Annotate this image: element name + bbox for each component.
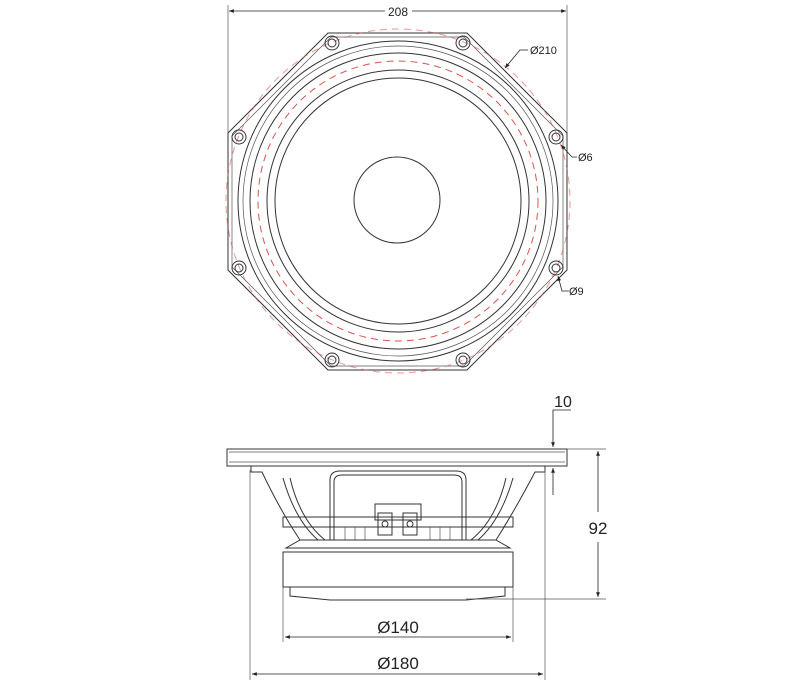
basket-ribs bbox=[282, 477, 514, 541]
terminal-screw bbox=[406, 520, 414, 528]
flange-thickness-label: 10 bbox=[554, 394, 572, 411]
basket-window-inner bbox=[333, 474, 463, 540]
mounting-hole bbox=[327, 355, 337, 365]
mounting-hole bbox=[551, 132, 561, 142]
surround-ring bbox=[266, 69, 530, 333]
dust-cap bbox=[353, 156, 441, 244]
terminal-screw bbox=[381, 520, 389, 528]
mounting-hole bbox=[234, 263, 244, 273]
leader-line bbox=[560, 144, 577, 158]
flange-thickness-dim bbox=[551, 409, 571, 447]
mounting-hole bbox=[234, 132, 244, 142]
hole-large-label: Ø9 bbox=[569, 286, 584, 298]
cone-centerline bbox=[257, 60, 539, 342]
flange bbox=[226, 448, 568, 467]
leader-line bbox=[557, 275, 569, 292]
basket-base bbox=[282, 516, 514, 528]
mounting-holes bbox=[231, 35, 564, 368]
magnet-diameter-label: Ø140 bbox=[377, 618, 419, 637]
surround-ring bbox=[242, 45, 554, 357]
side-view: 10 92 Ø140 Ø180 bbox=[226, 394, 608, 680]
leader-line bbox=[504, 49, 528, 69]
hole-small-label: Ø6 bbox=[578, 152, 593, 164]
terminal-negative bbox=[402, 512, 418, 536]
mounting-hole bbox=[231, 260, 247, 276]
top-view: 208 Ø210 Ø6 Ø9 bbox=[225, 5, 593, 374]
surround-outer bbox=[237, 40, 559, 362]
surround-ring bbox=[249, 52, 547, 350]
cone-edge bbox=[274, 77, 522, 325]
terminal-positive bbox=[377, 512, 393, 536]
octagon-frame-inner bbox=[231, 36, 564, 367]
basket-window bbox=[329, 470, 467, 540]
cutout-diameter-label: Ø180 bbox=[377, 654, 419, 673]
mounting-hole bbox=[324, 35, 340, 51]
mounting-hole bbox=[455, 352, 471, 368]
mounting-hole bbox=[324, 352, 340, 368]
octagon-frame bbox=[227, 32, 568, 371]
width-dim-label: 208 bbox=[388, 5, 408, 19]
basket-frame bbox=[250, 466, 546, 541]
depth-label: 92 bbox=[589, 519, 608, 538]
top-plate bbox=[284, 539, 512, 549]
cooling-fins bbox=[344, 527, 451, 540]
outer-diameter-label: Ø210 bbox=[530, 45, 557, 57]
mounting-hole bbox=[327, 38, 337, 48]
mounting-hole bbox=[455, 35, 471, 51]
mounting-hole bbox=[551, 263, 561, 273]
magnet bbox=[282, 551, 514, 588]
outer-diameter-circle bbox=[225, 28, 571, 374]
mounting-hole bbox=[458, 355, 468, 365]
terminal-block bbox=[374, 503, 422, 521]
mounting-hole bbox=[458, 38, 468, 48]
back-plate bbox=[289, 587, 506, 601]
mounting-hole bbox=[548, 260, 564, 276]
mounting-hole bbox=[231, 129, 247, 145]
mounting-hole bbox=[548, 129, 564, 145]
